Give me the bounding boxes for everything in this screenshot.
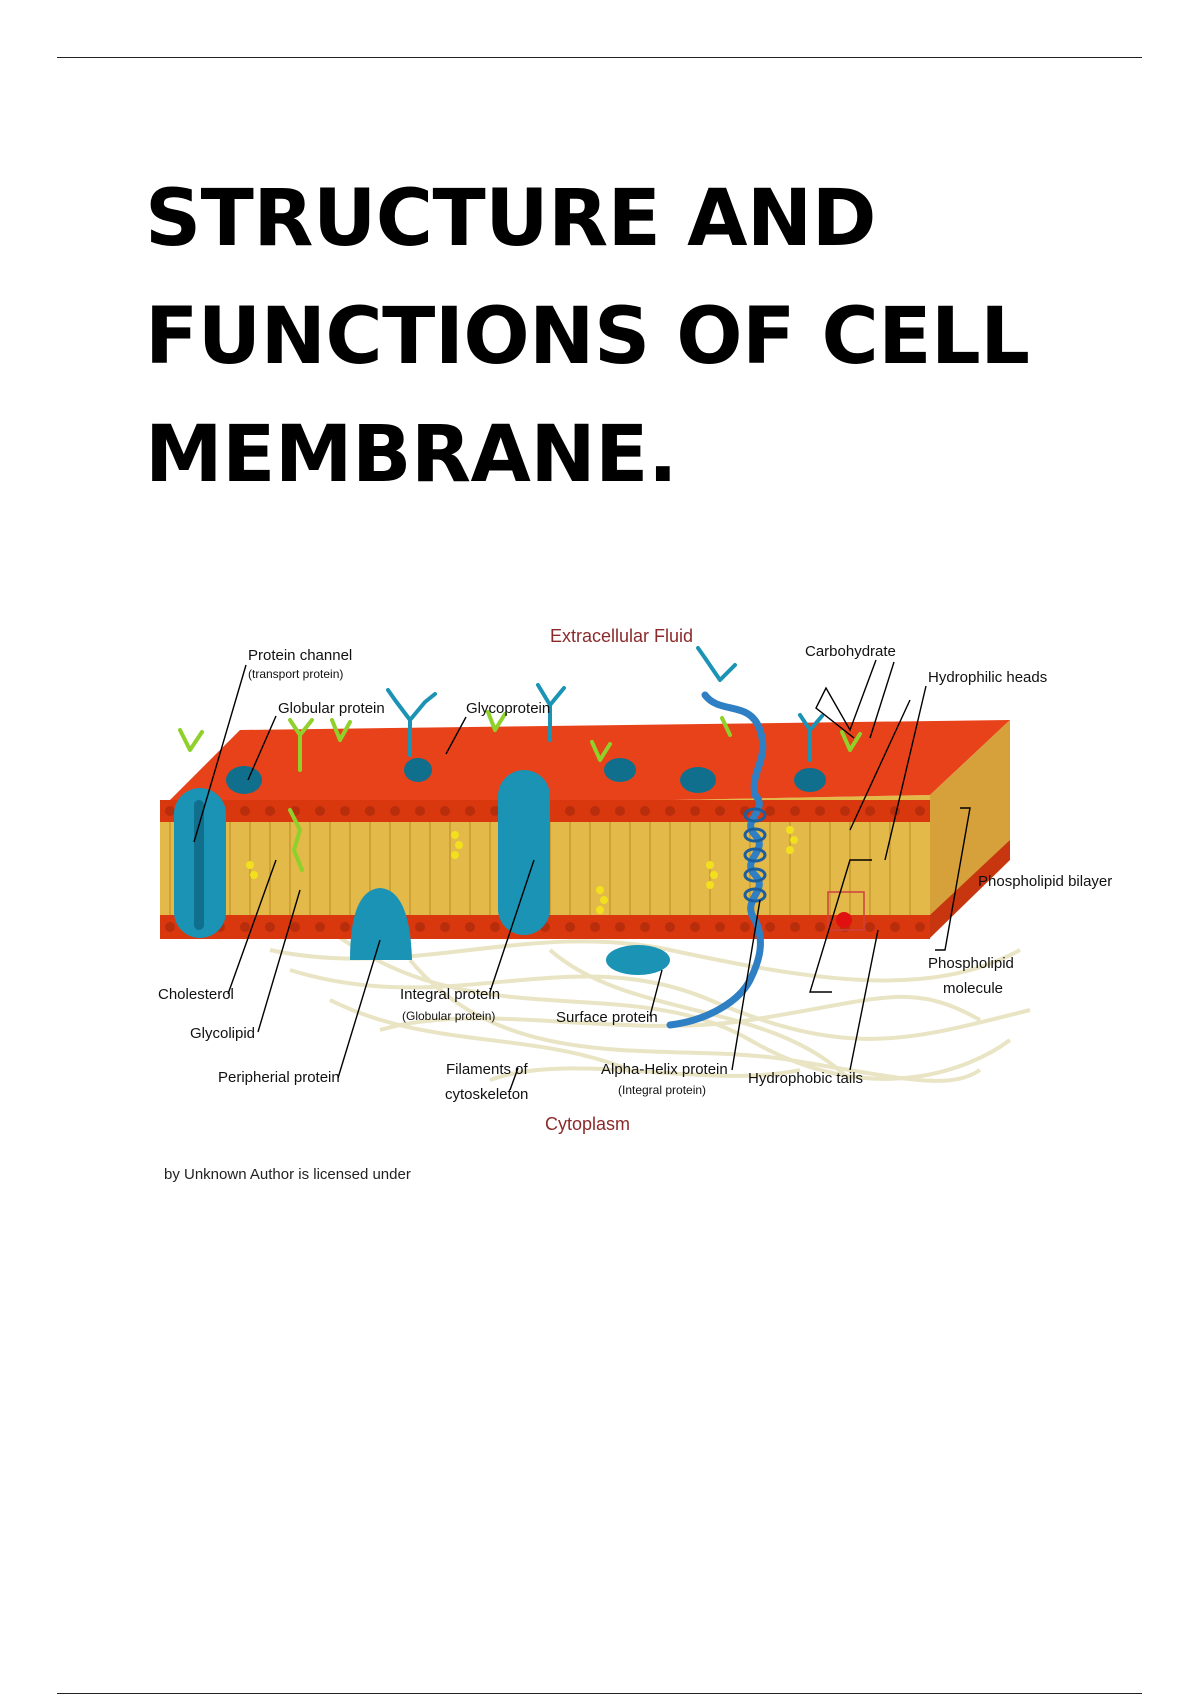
- cholesterol-molecules: [246, 826, 798, 914]
- label-phospholipid-bilayer: Phospholipid bilayer: [978, 873, 1112, 890]
- label-carbohydrate: Carbohydrate: [805, 643, 896, 660]
- carbohydrate-chains: [386, 646, 824, 762]
- title-line-1: STRUCTURE AND: [145, 174, 876, 264]
- region-extracellular-fluid: Extracellular Fluid: [550, 626, 693, 646]
- membrane-illustration: Extracellular Fluid Cytoplasm Protein ch…: [158, 626, 1112, 1134]
- bottom-rule: [57, 1693, 1142, 1694]
- title-line-3: MEMBRANE.: [145, 410, 678, 500]
- phospholipid-molecule-box: [827, 891, 865, 931]
- surface-protein-shape: [606, 945, 670, 975]
- label-protein-channel: Protein channel: [248, 647, 352, 664]
- image-credit: by Unknown Author is licensed under: [164, 1166, 411, 1183]
- bilayer-top-surface: [160, 720, 1010, 810]
- alpha-helix-protein: [666, 691, 767, 1029]
- label-phospholipid-molecule-1: Phospholipid: [928, 955, 1014, 972]
- label-integral-protein: Integral protein: [400, 986, 500, 1003]
- label-globular-protein: Globular protein: [278, 700, 385, 717]
- label-phospholipid-molecule-2: molecule: [943, 980, 1003, 997]
- glycolipid-chains: [178, 710, 862, 872]
- label-glycoprotein: Glycoprotein: [466, 700, 550, 717]
- leader-lines: [193, 659, 971, 1091]
- peripheral-protein-shape: [350, 888, 412, 960]
- label-filaments-2: cytoskeleton: [445, 1086, 528, 1103]
- label-protein-channel-sub: (transport protein): [248, 667, 343, 681]
- label-alpha-helix-sub: (Integral protein): [618, 1083, 706, 1097]
- integral-protein-shape: [498, 770, 550, 935]
- cell-membrane-diagram: Extracellular Fluid Cytoplasm Protein ch…: [150, 620, 1130, 1150]
- label-cholesterol: Cholesterol: [158, 986, 234, 1003]
- top-rule: [57, 57, 1142, 58]
- globular-protein-shape: [226, 766, 262, 794]
- bilayer-right-heads: [930, 840, 1010, 938]
- label-hydrophilic-heads: Hydrophilic heads: [928, 669, 1047, 686]
- label-peripheral-protein: Peripherial protein: [218, 1069, 340, 1086]
- alpha-helix-coils: [743, 807, 767, 903]
- title-line-2: FUNCTIONS OF CELL: [145, 292, 1030, 382]
- label-filaments-1: Filaments of: [446, 1061, 529, 1078]
- label-surface-protein: Surface protein: [556, 1009, 658, 1026]
- region-cytoplasm: Cytoplasm: [545, 1114, 630, 1134]
- label-hydrophobic-tails: Hydrophobic tails: [748, 1070, 863, 1087]
- label-glycolipid: Glycolipid: [190, 1025, 255, 1042]
- bilayer-right-face: [930, 720, 1010, 920]
- membrane-proteins: [174, 758, 826, 975]
- label-alpha-helix: Alpha-Helix protein: [601, 1061, 728, 1078]
- cytoskeleton-filaments: [269, 928, 1031, 1083]
- label-integral-protein-sub: (Globular protein): [402, 1009, 495, 1023]
- phospholipid-molecule-head: [836, 912, 852, 928]
- page-title: STRUCTURE AND FUNCTIONS OF CELL MEMBRANE…: [145, 160, 1095, 514]
